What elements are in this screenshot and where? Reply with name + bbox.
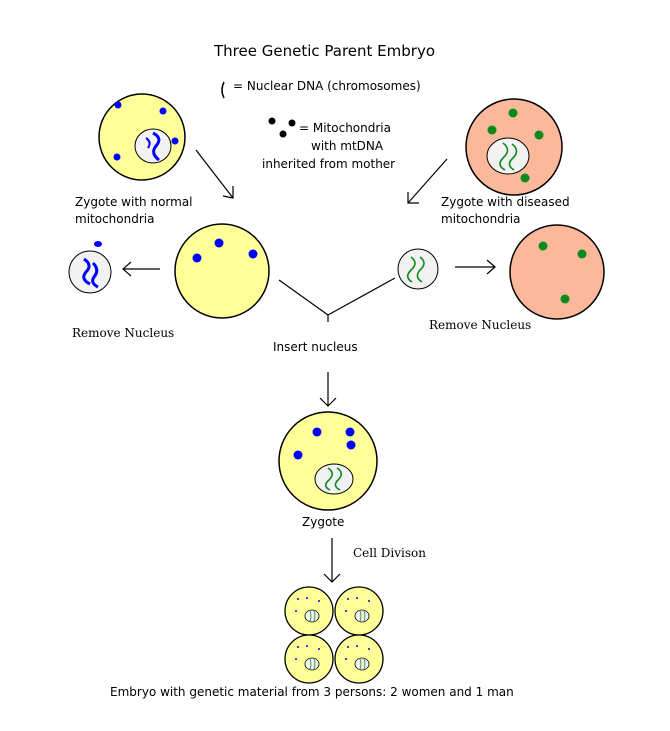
removed-nucleus-left [68, 241, 112, 294]
mitochondrion-green [538, 241, 548, 251]
label-zygote: Zygote [302, 515, 345, 529]
mitochondrion-green [577, 249, 587, 259]
mitochondrion-blue [293, 450, 303, 460]
arrow-normal-down [195, 149, 234, 199]
label-normal-zygote-1: Zygote with normal [75, 195, 193, 209]
arrow-to-right-cell [455, 259, 496, 275]
nucleus [314, 463, 354, 495]
mitochondrion-blue [192, 253, 202, 263]
embryo-cell [284, 634, 334, 684]
chromosome-blue [152, 131, 161, 162]
legend-mitochondria-1: = Mitochondria [299, 121, 391, 135]
label-remove-nucleus-left: Remove Nucleus [72, 326, 175, 340]
mitochondrion-blue [345, 427, 355, 437]
mitochondrion-blue [346, 440, 356, 450]
label-normal-zygote-2: mitochondria [75, 212, 155, 226]
mitochondrion-green [560, 294, 570, 304]
label-diseased-zygote-1: Zygote with diseased [441, 195, 570, 209]
nucleus [134, 128, 172, 164]
mitochondrion-blue [113, 153, 121, 161]
chromosome-blue [145, 137, 151, 149]
legend-nuclear-dna: = Nuclear DNA (chromosomes) [233, 79, 421, 93]
mitochondrion-blue [214, 238, 224, 248]
embryo-cell [284, 586, 334, 636]
arrow-cell-division [323, 538, 341, 583]
label-remove-nucleus-right: Remove Nucleus [429, 318, 532, 332]
extracted-nucleus-right [397, 248, 439, 290]
label-embryo: Embryo with genetic material from 3 pers… [110, 685, 514, 699]
label-diseased-zygote-2: mitochondria [441, 212, 521, 226]
embryo-cell [334, 634, 384, 684]
mitochondrion-blue [312, 427, 322, 437]
mitochondrion-blue [248, 249, 258, 259]
mitochondrion-green [487, 125, 497, 135]
four-cell-embryo [284, 586, 384, 684]
mitochondrion-green [534, 130, 544, 140]
mitochondrion-green [508, 108, 518, 118]
legend-mitochondria-3: inherited from mother [262, 157, 396, 171]
enucleated-normal-cell [174, 223, 270, 319]
insert-connector [278, 277, 396, 322]
normal-zygote [98, 93, 186, 181]
arrow-to-zygote [319, 372, 337, 407]
mitochondrion-blue [94, 241, 102, 247]
nucleus [486, 137, 530, 175]
arrow-diseased-down [407, 158, 448, 204]
mitochondrion-green [520, 173, 530, 183]
legend-mitochondria-2: with mtDNA [311, 139, 384, 153]
legend-mitochondria-symbol [268, 117, 296, 138]
label-insert-nucleus: Insert nucleus [273, 340, 358, 354]
enucleated-diseased-cell [509, 224, 605, 320]
mitochondrion-blue [159, 107, 167, 115]
diagram-title: Three Genetic Parent Embryo [214, 42, 436, 60]
legend-chromosome-symbol [221, 81, 225, 99]
mitochondrion-blue [114, 101, 122, 109]
label-cell-division: Cell Divison [353, 546, 426, 560]
diseased-zygote [465, 98, 563, 196]
arrow-to-left-nucleus [122, 261, 160, 277]
reconstructed-zygote [278, 411, 378, 511]
mitochondrion-blue [171, 137, 179, 145]
embryo-cell [334, 586, 384, 636]
